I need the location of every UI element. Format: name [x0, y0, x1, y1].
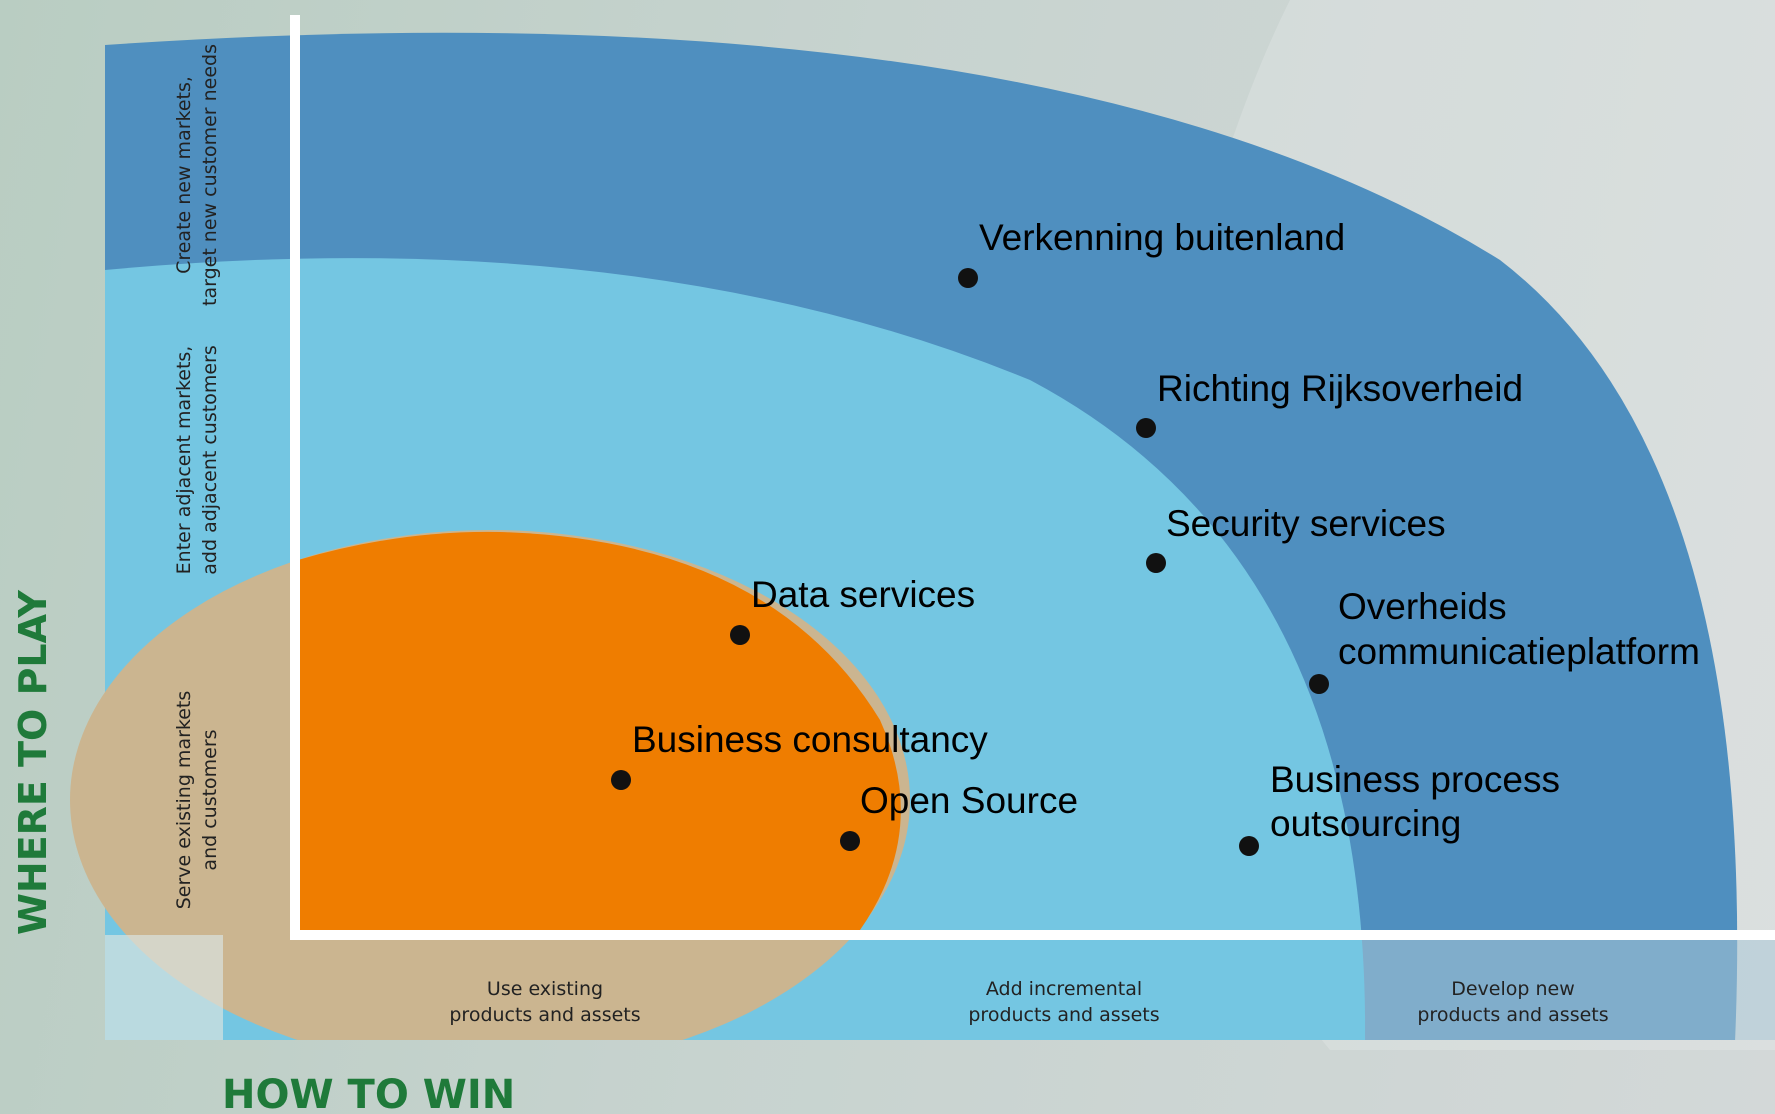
- svg-text:Add incremental: Add incremental: [986, 978, 1142, 1000]
- svg-text:Serve existing markets: Serve existing markets: [173, 691, 195, 910]
- point-marker: [958, 268, 978, 288]
- svg-text:Verkenning buitenland: Verkenning buitenland: [979, 217, 1345, 258]
- point-marker: [730, 625, 750, 645]
- svg-text:target new customer needs: target new customer needs: [199, 44, 221, 306]
- svg-text:Overheids: Overheids: [1338, 586, 1507, 627]
- point-verkenning: Verkenning buitenland: [958, 217, 1345, 288]
- row-label-serve: Serve existing markets and customers: [173, 691, 221, 910]
- column-label-incremental: Add incremental products and assets: [968, 978, 1159, 1026]
- svg-text:products and assets: products and assets: [968, 1004, 1159, 1026]
- column-label-new: Develop new products and assets: [1417, 978, 1608, 1026]
- point-data: Data services: [730, 574, 975, 645]
- row-label-create: Create new markets, target new customer …: [173, 44, 221, 306]
- svg-text:add adjacent customers: add adjacent customers: [199, 345, 221, 574]
- point-marker: [611, 770, 631, 790]
- point-marker: [1309, 674, 1329, 694]
- point-marker: [1136, 418, 1156, 438]
- svg-text:Business process: Business process: [1270, 759, 1560, 800]
- point-consultancy: Business consultancy: [611, 719, 988, 790]
- row-label-enter: Enter adjacent markets, add adjacent cus…: [173, 345, 221, 574]
- svg-text:Richting Rijksoverheid: Richting Rijksoverheid: [1157, 368, 1523, 409]
- point-marker: [1239, 836, 1259, 856]
- point-opensource: Open Source: [840, 780, 1078, 851]
- corner-square: [105, 935, 223, 1040]
- point-overheids: Overheids communicatieplatform: [1309, 586, 1700, 694]
- svg-text:Business consultancy: Business consultancy: [632, 719, 988, 760]
- point-security: Security services: [1146, 503, 1446, 573]
- svg-text:and customers: and customers: [199, 729, 221, 870]
- svg-text:Security services: Security services: [1166, 503, 1446, 544]
- svg-text:Use existing: Use existing: [487, 978, 603, 1000]
- svg-text:Open Source: Open Source: [860, 780, 1078, 821]
- x-axis-title: HOW TO WIN: [222, 1072, 515, 1114]
- svg-text:Create new markets,: Create new markets,: [173, 76, 195, 274]
- svg-text:communicatieplatform: communicatieplatform: [1338, 631, 1700, 672]
- svg-text:products and assets: products and assets: [449, 1004, 640, 1026]
- svg-text:products and assets: products and assets: [1417, 1004, 1608, 1026]
- y-axis-title: WHERE TO PLAY: [11, 590, 55, 935]
- core-horizon: [298, 531, 901, 930]
- svg-text:Enter adjacent markets,: Enter adjacent markets,: [173, 346, 195, 575]
- point-marker: [840, 831, 860, 851]
- point-marker: [1146, 553, 1166, 573]
- point-bpo: Business process outsourcing: [1239, 759, 1560, 856]
- svg-text:Data services: Data services: [751, 574, 975, 615]
- svg-text:outsourcing: outsourcing: [1270, 803, 1461, 844]
- column-label-existing: Use existing products and assets: [449, 978, 640, 1026]
- point-richting: Richting Rijksoverheid: [1136, 368, 1523, 438]
- svg-text:Develop new: Develop new: [1451, 978, 1575, 1000]
